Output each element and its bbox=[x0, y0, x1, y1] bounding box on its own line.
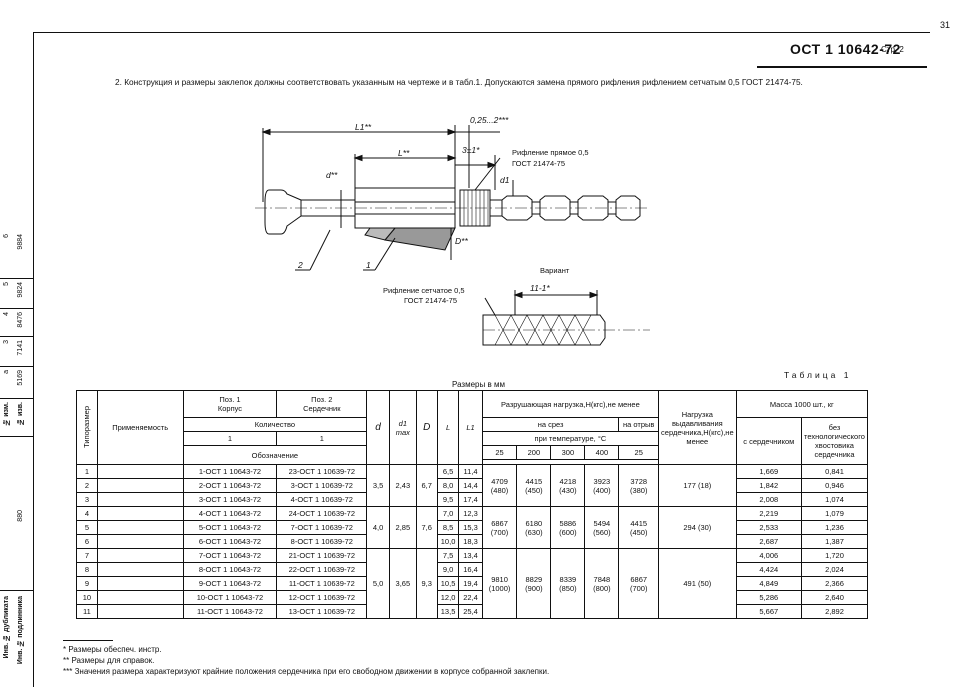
requirements-paragraph: 2. Конструкция и размеры заклепок должны… bbox=[115, 77, 803, 87]
variant-note-line2: ГОСТ 21474-75 bbox=[404, 296, 458, 305]
col-D: D bbox=[415, 390, 438, 465]
col-mass: Масса 1000 шт., кг bbox=[735, 390, 869, 418]
strip-cell: a 5169 bbox=[0, 366, 33, 399]
col-d1max: d1 max bbox=[388, 390, 417, 465]
col-breaking-load: Разрушающая нагрузка,Н(кгс),не менее bbox=[481, 390, 660, 418]
temp-400: 400 bbox=[584, 445, 620, 460]
notice-label: № изв. bbox=[17, 402, 24, 425]
footnotes: * Размеры обеспеч. инстр. ** Размеры для… bbox=[63, 640, 549, 677]
strip-cell: № изм. № изв. bbox=[0, 398, 33, 437]
col-L: L bbox=[436, 390, 460, 465]
temp-200: 200 bbox=[516, 445, 552, 460]
position-1-label: 1 bbox=[366, 260, 371, 270]
page-number: 31 bbox=[940, 20, 951, 30]
core-head bbox=[264, 189, 302, 235]
table-title: Таблица 1 bbox=[784, 370, 852, 380]
footnote-2: ** Размеры для справок. bbox=[63, 656, 155, 665]
variant-title: Вариант bbox=[540, 266, 570, 275]
col-application: Применяемость bbox=[96, 390, 184, 465]
footnote-1: * Размеры обеспеч. инстр. bbox=[63, 645, 162, 654]
position-2-label: 2 bbox=[298, 260, 303, 270]
inv-number: 9824 bbox=[17, 282, 24, 298]
change-num: a bbox=[3, 370, 10, 374]
variant-core bbox=[482, 314, 606, 346]
col-L1: L1 bbox=[458, 390, 483, 465]
dim-L1-label: L1** bbox=[355, 122, 372, 132]
revision-strip: 6 9884 5 9824 4 8476 3 7141 a 5169 № изм… bbox=[0, 230, 34, 686]
variant-dim-label: 11-1* bbox=[530, 283, 550, 293]
inv-number: 7141 bbox=[17, 340, 24, 356]
rivet-drawing bbox=[255, 125, 650, 346]
change-num: 4 bbox=[3, 312, 10, 316]
dim-D-label: D** bbox=[455, 236, 468, 246]
footnote-3: *** Значения размера характеризуют крайн… bbox=[63, 667, 550, 676]
duplicate-inv-label: Инв. № дубликата bbox=[3, 596, 10, 659]
strip-cell: 6 9884 bbox=[0, 230, 33, 279]
strip-cell: 3 7141 bbox=[0, 336, 33, 367]
col-shear: на срез bbox=[481, 417, 620, 432]
col-tear: на отрыв bbox=[618, 417, 660, 432]
col-d: d bbox=[366, 390, 390, 465]
change-num: 3 bbox=[3, 340, 10, 344]
inv-number: 8476 bbox=[17, 312, 24, 328]
dim-d-label: d** bbox=[326, 170, 338, 180]
archive-number: 880 bbox=[17, 510, 24, 522]
strip-cell: Инв. № дубликата Инв. № подлинника bbox=[0, 590, 33, 686]
strip-cell: 4 8476 bbox=[0, 308, 33, 337]
col-mass-without-tail: без технологического хвостовика сердечни… bbox=[800, 417, 869, 465]
col-pushout-load: Нагрузка выдавливания сердечника,Н(кгс),… bbox=[658, 390, 737, 465]
temp-25-tear: 25 bbox=[618, 445, 660, 460]
change-num: 6 bbox=[3, 234, 10, 238]
col-designation: Обозначение bbox=[182, 445, 368, 465]
col-mass-with-core: с сердечником bbox=[735, 417, 802, 465]
body-flange-section bbox=[384, 227, 456, 251]
sheet-number: Стр. 2 bbox=[881, 45, 904, 54]
standard-code: ОСТ 1 10642-72 bbox=[790, 41, 901, 57]
qty-pos1: 1 bbox=[182, 431, 278, 446]
knurl-note-line1: Рифление прямое 0,5 bbox=[512, 148, 589, 157]
strip-cell: 880 bbox=[0, 436, 33, 591]
inv-number: 9884 bbox=[17, 234, 24, 250]
header-box bbox=[757, 36, 927, 68]
change-num: 5 bbox=[3, 282, 10, 286]
dim-L-label: L** bbox=[398, 148, 410, 158]
strip-cell: 5 9824 bbox=[0, 278, 33, 309]
original-inv-label: Инв. № подлинника bbox=[17, 596, 24, 665]
temp-25: 25 bbox=[481, 445, 518, 460]
qty-pos2: 1 bbox=[276, 431, 368, 446]
temp-300: 300 bbox=[550, 445, 586, 460]
col-typesize: Типоразмер bbox=[76, 390, 98, 465]
col-quantity: Количество bbox=[182, 417, 368, 432]
dim-d1-label: d1 bbox=[500, 175, 510, 185]
col-temperature: при температуре, °C bbox=[481, 431, 660, 446]
knurl-note-line2: ГОСТ 21474-75 bbox=[512, 159, 566, 168]
inv-number: 5169 bbox=[17, 370, 24, 386]
change-label: № изм. bbox=[3, 402, 10, 426]
footnote-separator bbox=[63, 640, 113, 641]
dim-3-label: 3±1* bbox=[462, 145, 480, 155]
variant-note-line1: Рифление сетчатое 0,5 bbox=[383, 286, 465, 295]
table-units: Размеры в мм bbox=[452, 380, 505, 389]
dim-gap-label: 0,25...2*** bbox=[470, 115, 509, 125]
